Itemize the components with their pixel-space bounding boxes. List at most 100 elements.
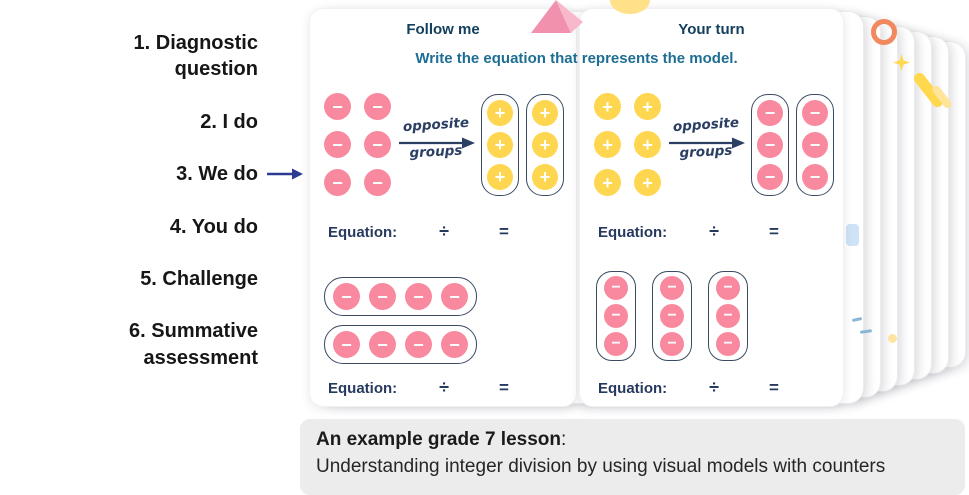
panel-header: Follow me — [406, 21, 480, 38]
negative-counter: − — [604, 332, 628, 356]
division-sign: ÷ — [709, 377, 720, 397]
lesson-step-summative: 6. Summative assessment — [80, 318, 258, 371]
counter-model-division: −−−−−− opposite groups ++++++ — [324, 93, 564, 196]
equals-sign: = — [769, 222, 779, 241]
negative-counter: − — [660, 304, 684, 328]
caption-box: An example grade 7 lesson: Understanding… — [300, 419, 965, 495]
lesson-step-you-do: 4. You do — [80, 214, 258, 240]
worksheet-instruction: Write the equation that represents the m… — [415, 50, 738, 67]
pink-pyramid-decoration — [531, 0, 583, 33]
equation-row: Equation: ÷ = — [598, 221, 779, 242]
counter-group: −−− — [708, 271, 748, 361]
counter-model-grouped: −−−−−−−−− — [596, 271, 748, 361]
positive-counter: + — [532, 99, 558, 126]
division-sign: ÷ — [709, 221, 720, 241]
negative-counter: − — [405, 331, 432, 358]
lesson-step-challenge: 5. Challenge — [80, 266, 258, 292]
negative-counter: − — [660, 276, 684, 300]
counter-model-division: ++++++ opposite groups −−−−−− — [594, 93, 834, 196]
negative-counter: − — [716, 304, 740, 328]
counter-group: − − − — [751, 93, 789, 196]
loose-counters: + + + + + + — [594, 93, 661, 196]
positive-counter: + — [594, 93, 621, 120]
opposite-groups-arrow-icon — [399, 137, 475, 148]
lesson-step-label: 4. You do — [169, 215, 258, 238]
equation-row: Equation: ÷ = — [328, 377, 509, 398]
lesson-steps-list: 1. Diagnostic question 2. I do 3. We do … — [0, 0, 303, 397]
equation-label: Equation: — [598, 224, 668, 241]
negative-counter: − — [802, 99, 828, 126]
positive-counter: + — [532, 131, 558, 158]
panel-your-turn: Your turn ++++++ opposite groups −−−−−− … — [579, 8, 844, 407]
negative-counter: − — [604, 276, 628, 300]
annotation-word: groups — [409, 142, 463, 162]
negative-counter: − — [660, 332, 684, 356]
slide-deck: Follow me −−−−−− opposite groups ++++++ … — [309, 0, 966, 407]
negative-counter: − — [324, 131, 351, 158]
positive-counter: + — [594, 169, 621, 196]
lesson-step-label: 6. Summative assessment — [129, 320, 258, 369]
negative-counter: − — [324, 169, 351, 196]
panel-header: Your turn — [678, 21, 745, 38]
counter-groups: ++++++ — [481, 93, 564, 196]
negative-counter: − — [757, 99, 783, 126]
positive-counter: + — [487, 163, 513, 190]
counter-group: −−−− — [324, 325, 477, 364]
active-step-arrow-icon — [266, 166, 304, 182]
caption-subtitle: Understanding integer division by using … — [316, 456, 886, 477]
counter-group: −−−− — [324, 277, 477, 316]
negative-counter: − — [333, 283, 360, 310]
equation-label: Equation: — [598, 380, 668, 397]
negative-counter: − — [757, 163, 783, 190]
opposite-groups-annotation: opposite groups — [667, 114, 745, 173]
counter-group: +++ — [526, 93, 564, 196]
yellow-blob-decoration — [610, 0, 650, 14]
annotation-word: opposite — [402, 114, 470, 135]
lesson-step-diagnostic: 1. Diagnostic question — [80, 30, 258, 83]
yellow-dot-decoration — [888, 334, 897, 343]
division-sign: ÷ — [439, 377, 450, 397]
opposite-groups-arrow-icon — [669, 137, 745, 148]
negative-counter: − — [405, 283, 432, 310]
division-sign: ÷ — [439, 221, 450, 241]
equals-sign: = — [769, 378, 779, 397]
equation-label: Equation: — [328, 224, 398, 241]
positive-counter: + — [594, 131, 621, 158]
negative-counter: − — [757, 131, 783, 158]
annotation-word: opposite — [672, 114, 740, 135]
blue-chip-decoration — [846, 224, 859, 246]
orange-ring-decoration — [871, 19, 897, 45]
counter-model-grouped: −−−−−−−− — [324, 277, 477, 364]
lesson-step-we-do: 3. We do — [80, 161, 303, 187]
negative-counter: − — [716, 276, 740, 300]
panel-follow-me: Follow me −−−−−− opposite groups ++++++ … — [309, 8, 577, 407]
positive-counter: + — [634, 131, 661, 158]
negative-counter: − — [369, 331, 396, 358]
counter-group: − − − — [796, 93, 834, 196]
positive-counter: + — [487, 99, 513, 126]
equation-row: Equation: ÷ = — [328, 221, 509, 242]
lesson-step-i-do: 2. I do — [80, 109, 258, 135]
lesson-step-label: 1. Diagnostic question — [133, 32, 258, 81]
loose-counters: −−−−−− — [324, 93, 391, 196]
negative-counter: − — [604, 304, 628, 328]
negative-counter: − — [802, 131, 828, 158]
counter-group: − − − — [652, 271, 692, 361]
lesson-step-label: 3. We do — [176, 163, 258, 186]
opposite-groups-annotation: opposite groups — [397, 114, 475, 173]
negative-counter: − — [364, 131, 391, 158]
positive-counter: + — [634, 93, 661, 120]
negative-counter: − — [369, 283, 396, 310]
positive-counter: + — [487, 131, 513, 158]
negative-counter: − — [441, 283, 468, 310]
caption-title-bold: An example grade 7 lesson — [316, 429, 561, 450]
negative-counter: − — [802, 163, 828, 190]
caption-colon: : — [561, 429, 567, 450]
lesson-step-label: 5. Challenge — [140, 267, 258, 290]
negative-counter: − — [441, 331, 468, 358]
lesson-step-label: 2. I do — [200, 110, 258, 133]
positive-counter: + — [634, 169, 661, 196]
negative-counter: − — [364, 93, 391, 120]
equals-sign: = — [499, 222, 509, 241]
